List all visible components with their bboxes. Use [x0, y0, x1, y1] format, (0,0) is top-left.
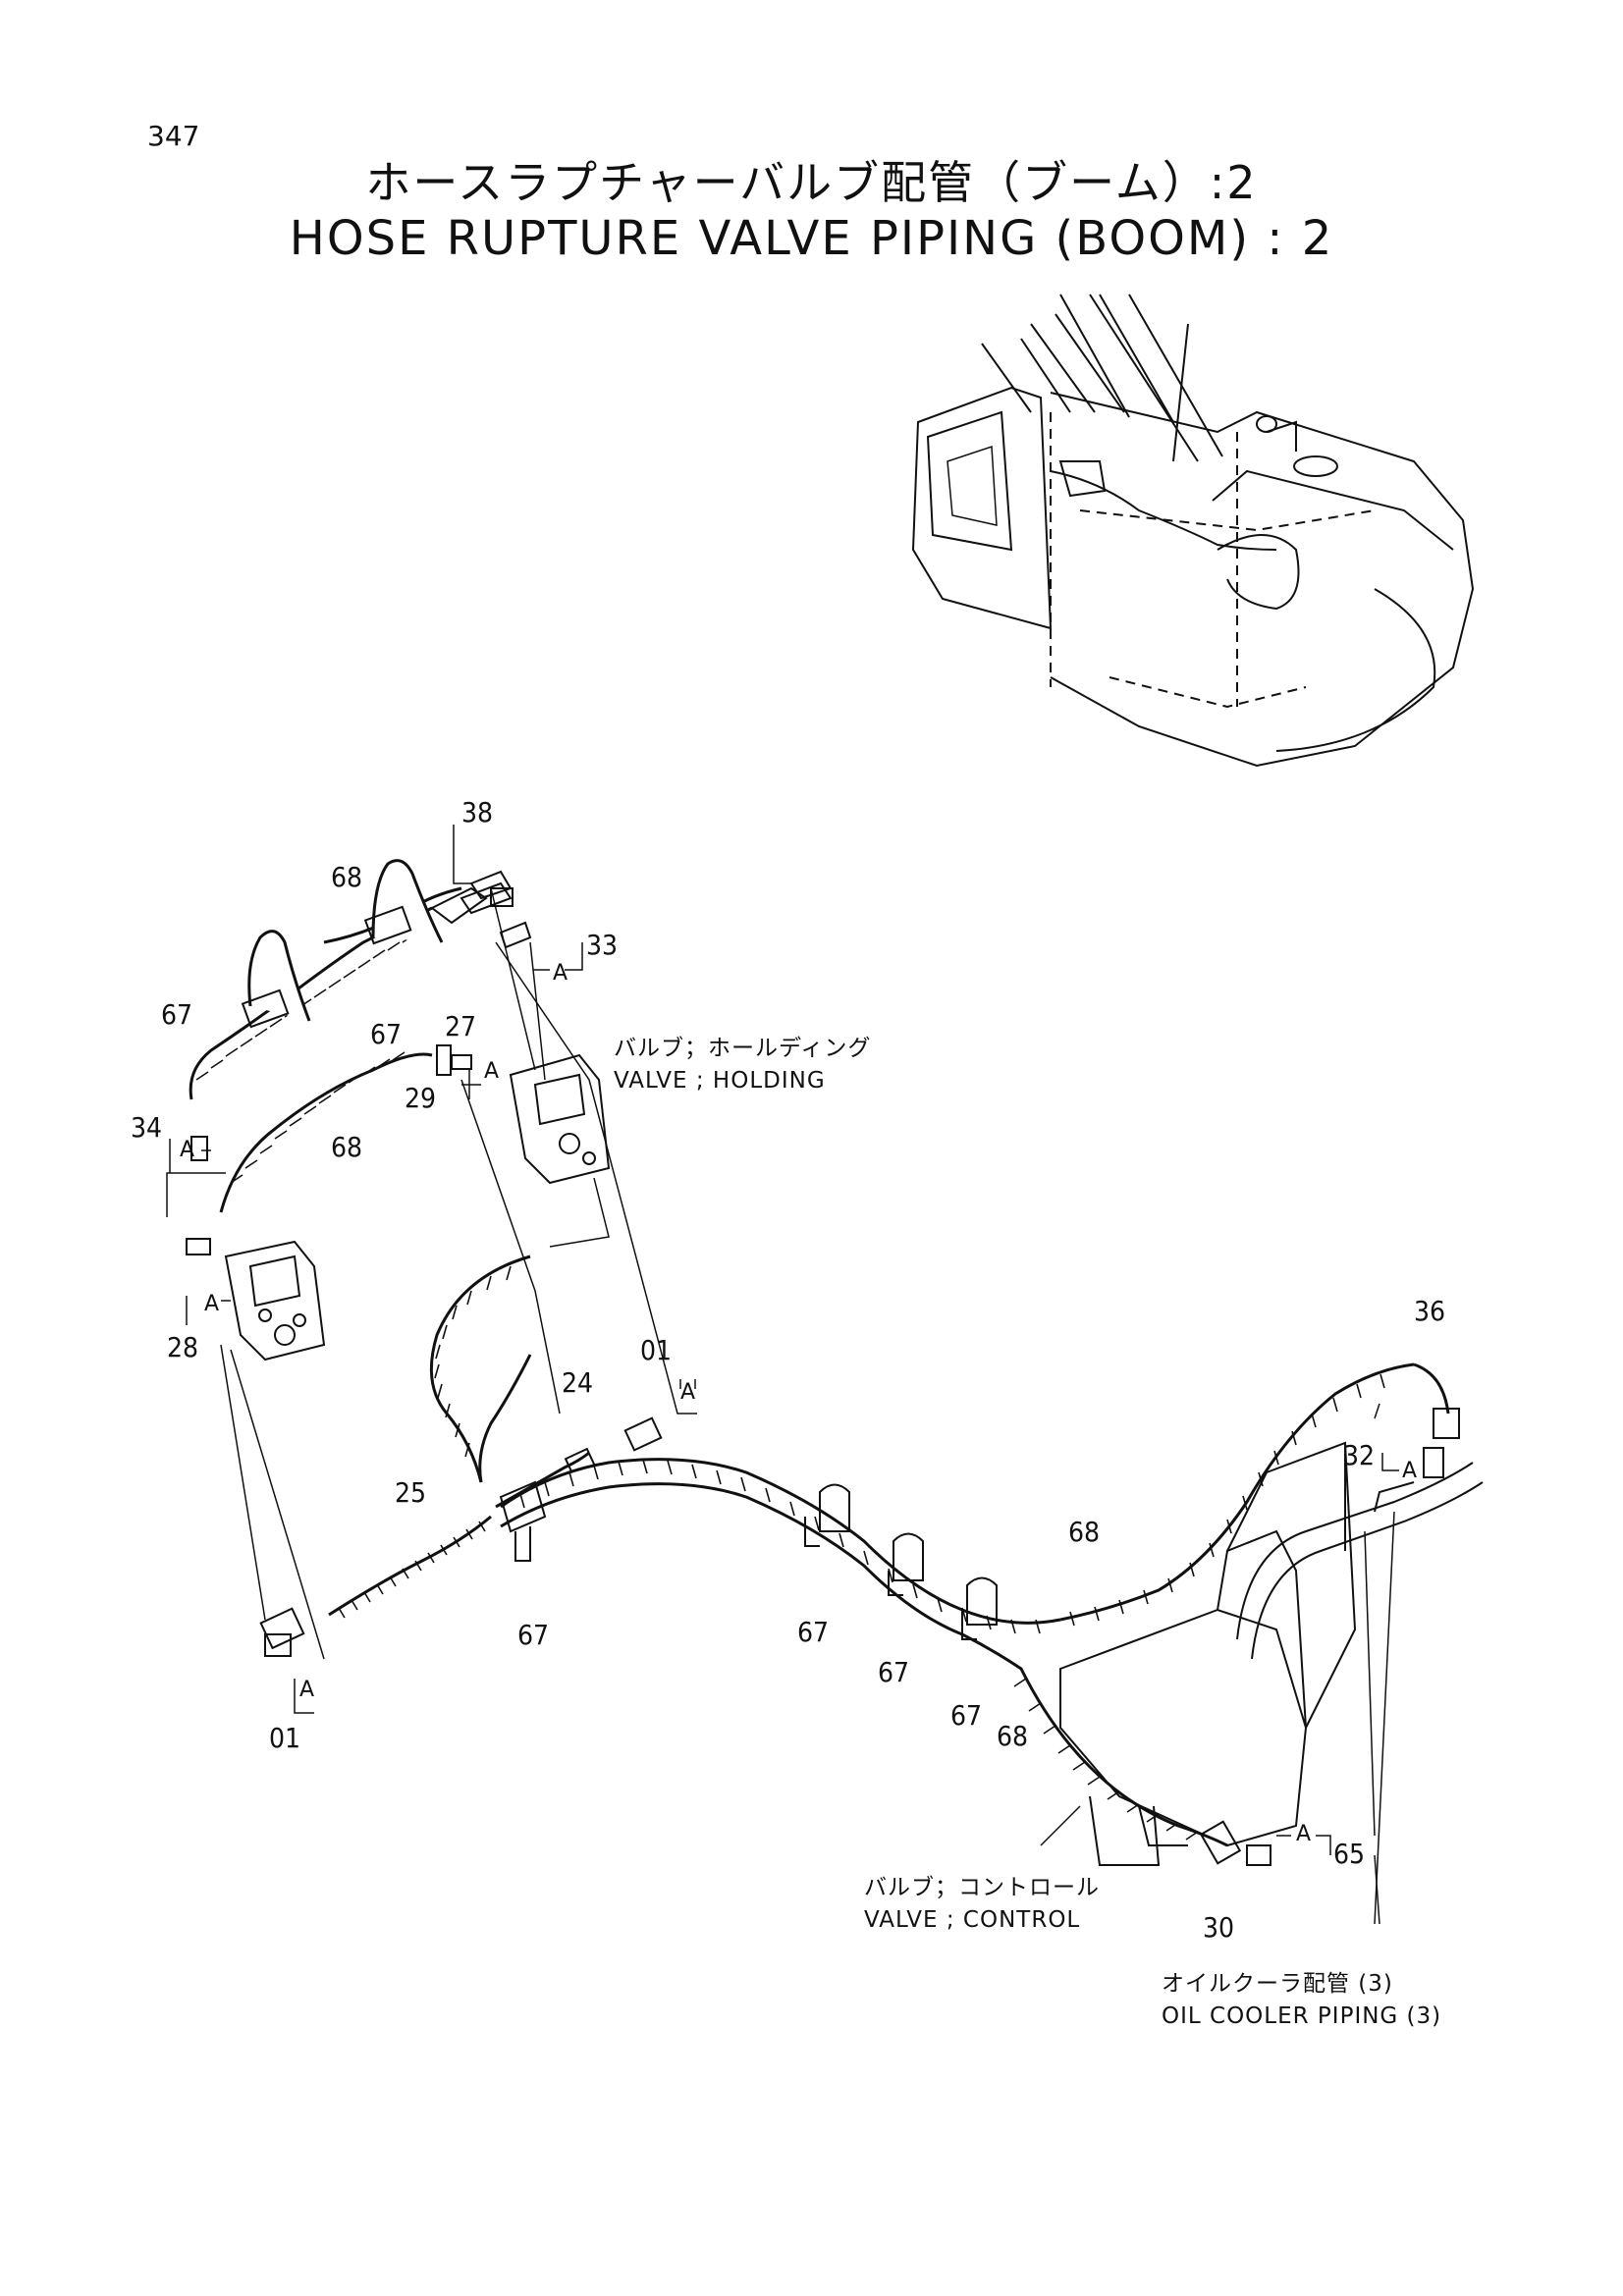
marker-a: A — [553, 961, 568, 986]
callout-24: 24 — [562, 1366, 593, 1399]
callout-68: 68 — [997, 1720, 1028, 1752]
valve-control-label-en: VALVE ; CONTROL — [864, 1907, 1080, 1933]
callout-68: 68 — [331, 1131, 362, 1163]
hose-assembly-diagram — [166, 825, 1484, 1925]
marker-a: A — [299, 1678, 314, 1702]
oil-cooler-label-jp: オイルクーラ配管 (3) — [1162, 1971, 1393, 1997]
callout-29: 29 — [405, 1082, 436, 1114]
marker-a: A — [180, 1138, 194, 1162]
excavator-overview-illustration — [911, 294, 1475, 768]
a-markers: A A A A A A A A — [169, 942, 1417, 1855]
callout-65: 65 — [1333, 1838, 1365, 1870]
marker-a: A — [484, 1059, 499, 1084]
callout-67: 67 — [517, 1619, 549, 1651]
valve-control-label-jp: バルブ；コントロール — [864, 1875, 1100, 1900]
callout-01: 01 — [269, 1722, 300, 1754]
callout-01: 01 — [640, 1334, 672, 1366]
marker-a: A — [204, 1292, 219, 1316]
callout-25: 25 — [395, 1476, 426, 1509]
callout-68: 68 — [1068, 1516, 1100, 1548]
callout-67: 67 — [370, 1018, 402, 1050]
callout-34: 34 — [131, 1111, 162, 1144]
page-number: 347 — [147, 120, 200, 152]
oil-cooler-label-en: OIL COOLER PIPING (3) — [1162, 2003, 1441, 2029]
callout-32: 32 — [1343, 1439, 1375, 1471]
callout-28: 28 — [167, 1331, 198, 1363]
page-title-english: HOSE RUPTURE VALVE PIPING (BOOM) : 2 — [289, 211, 1334, 266]
valve-holding-label-jp: バルブ；ホールディング — [614, 1036, 871, 1061]
callout-67: 67 — [878, 1656, 909, 1688]
component-labels: バルブ；ホールディング VALVE ; HOLDING バルブ；コントロール V… — [614, 1036, 1441, 2029]
callout-68: 68 — [331, 861, 362, 893]
callout-27: 27 — [445, 1010, 476, 1042]
callout-36: 36 — [1414, 1295, 1445, 1327]
marker-a: A — [1402, 1459, 1417, 1483]
callout-67: 67 — [797, 1616, 829, 1648]
callout-67: 67 — [950, 1699, 982, 1732]
callout-30: 30 — [1203, 1911, 1234, 1944]
callout-38: 38 — [461, 796, 493, 828]
valve-holding-label-en: VALVE ; HOLDING — [614, 1068, 826, 1094]
page-title-japanese: ホースラプチャーバルブ配管（ブーム）:2 — [365, 156, 1258, 209]
marker-a: A — [680, 1380, 695, 1405]
callout-33: 33 — [586, 929, 618, 961]
part-callouts: 38 68 33 67 67 27 29 34 68 28 36 01 24 2… — [131, 796, 1445, 1944]
marker-a: A — [1296, 1822, 1311, 1846]
callout-67: 67 — [161, 998, 192, 1031]
